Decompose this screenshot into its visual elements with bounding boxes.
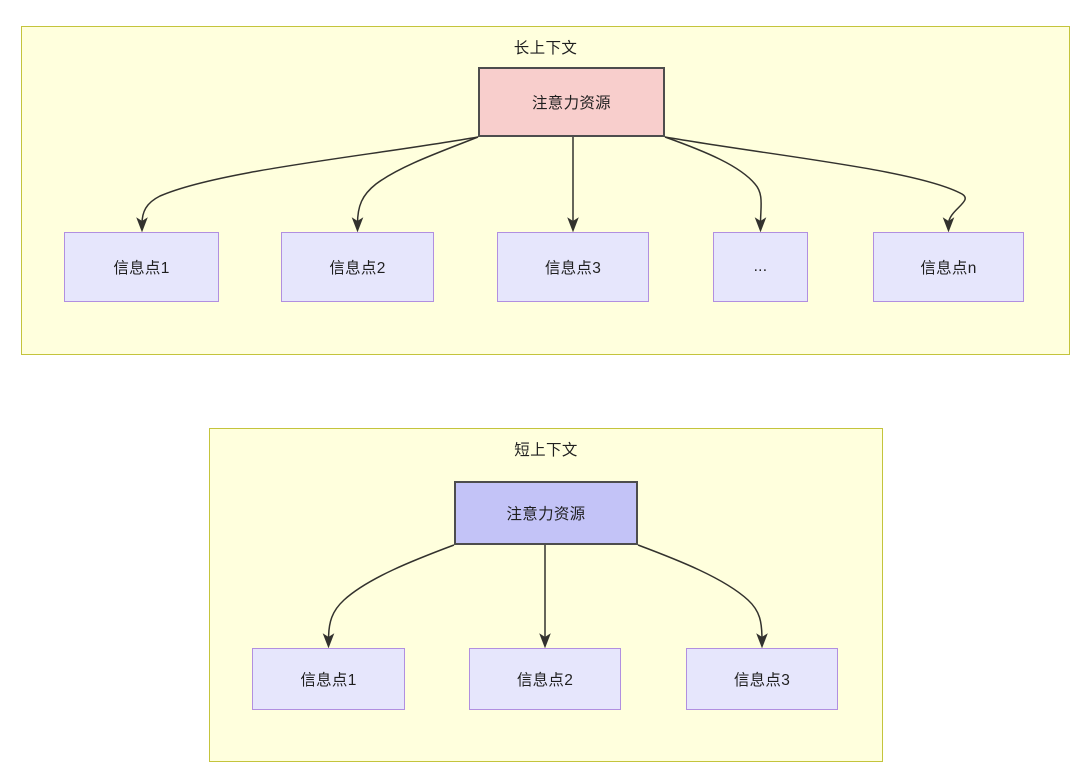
node-long-attention-resource-label: 注意力资源	[531, 95, 611, 112]
node-long-info-1-label: 信息点1	[113, 260, 170, 277]
node-long-info-2-label: 信息点2	[329, 260, 386, 277]
node-long-info-3-label: 信息点3	[544, 260, 602, 277]
node-short-info-1-label: 信息点1	[300, 672, 357, 689]
node-short-info-1[interactable]: 信息点1	[252, 648, 405, 710]
node-long-info-n[interactable]: 信息点n	[873, 232, 1024, 302]
node-short-info-3[interactable]: 信息点3	[686, 648, 838, 710]
node-short-info-2[interactable]: 信息点2	[469, 648, 621, 710]
node-long-info-2[interactable]: 信息点2	[281, 232, 434, 302]
node-short-info-2-label: 信息点2	[516, 672, 574, 689]
node-long-info-1[interactable]: 信息点1	[64, 232, 219, 302]
node-short-info-3-label: 信息点3	[733, 672, 791, 689]
node-short-attention-resource[interactable]: 注意力资源	[454, 481, 638, 545]
node-long-info-3[interactable]: 信息点3	[497, 232, 649, 302]
node-long-info-ellipsis-label: ...	[753, 258, 768, 275]
container-short-context-title: 短上下文	[514, 442, 578, 459]
node-short-attention-resource-label: 注意力资源	[506, 506, 586, 523]
container-short-context[interactable]: 短上下文	[209, 428, 883, 762]
node-long-info-ellipsis[interactable]: ...	[713, 232, 808, 302]
node-long-info-n-label: 信息点n	[920, 260, 977, 277]
container-long-context-title: 长上下文	[513, 40, 578, 57]
node-long-attention-resource[interactable]: 注意力资源	[478, 67, 665, 137]
